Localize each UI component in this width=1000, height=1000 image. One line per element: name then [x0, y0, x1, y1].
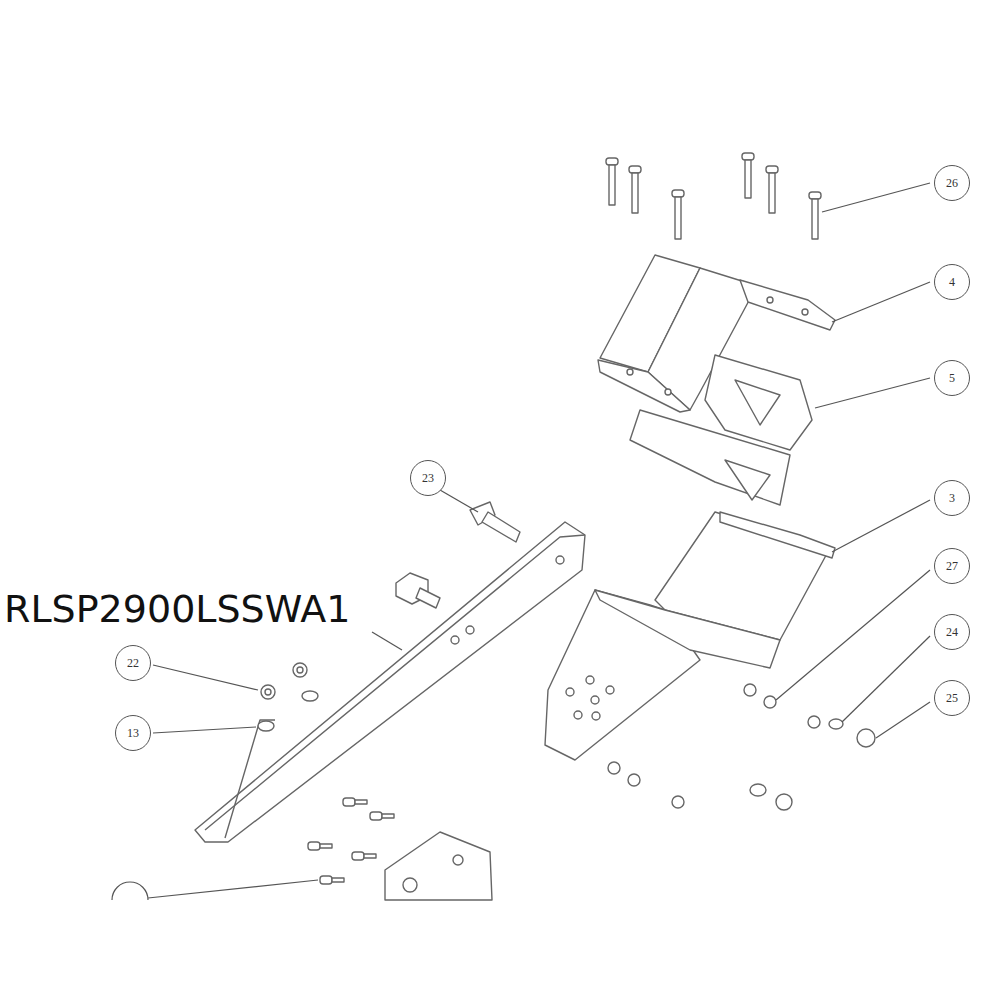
shoulder-bolt — [470, 502, 520, 542]
callout-circle: 4 — [934, 264, 970, 300]
bolt-set — [606, 153, 821, 239]
callout-number: 23 — [422, 472, 434, 484]
callout-circle: 22 — [115, 645, 151, 681]
callout-circle: 24 — [934, 614, 970, 650]
hex-bolt — [396, 573, 440, 608]
callout-number: 4 — [949, 276, 955, 288]
callout-number: 5 — [949, 372, 955, 384]
callout-number: 3 — [949, 492, 955, 504]
hardware-nuts — [258, 663, 875, 810]
callout-circle: 27 — [934, 548, 970, 584]
callout-number: 22 — [127, 657, 139, 669]
callout-number: 25 — [946, 692, 958, 704]
leader-lines — [112, 183, 930, 900]
part-number: RLSP2900LSSWA1 — [4, 589, 350, 631]
callout-number: 13 — [127, 727, 139, 739]
callout-number: 27 — [946, 560, 958, 572]
spacer-blocks — [630, 355, 812, 505]
callout-circle: 3 — [934, 480, 970, 516]
callout-circle: 25 — [934, 680, 970, 716]
support-bar — [195, 522, 585, 842]
callout-number: 24 — [946, 626, 958, 638]
callout-number: 26 — [946, 177, 958, 189]
lower-hardware — [308, 798, 492, 900]
callout-circle: 13 — [115, 715, 151, 751]
callout-circle: 26 — [934, 165, 970, 201]
lower-bracket — [545, 512, 835, 760]
callout-circle: 5 — [934, 360, 970, 396]
callout-circle: 23 — [410, 460, 446, 496]
